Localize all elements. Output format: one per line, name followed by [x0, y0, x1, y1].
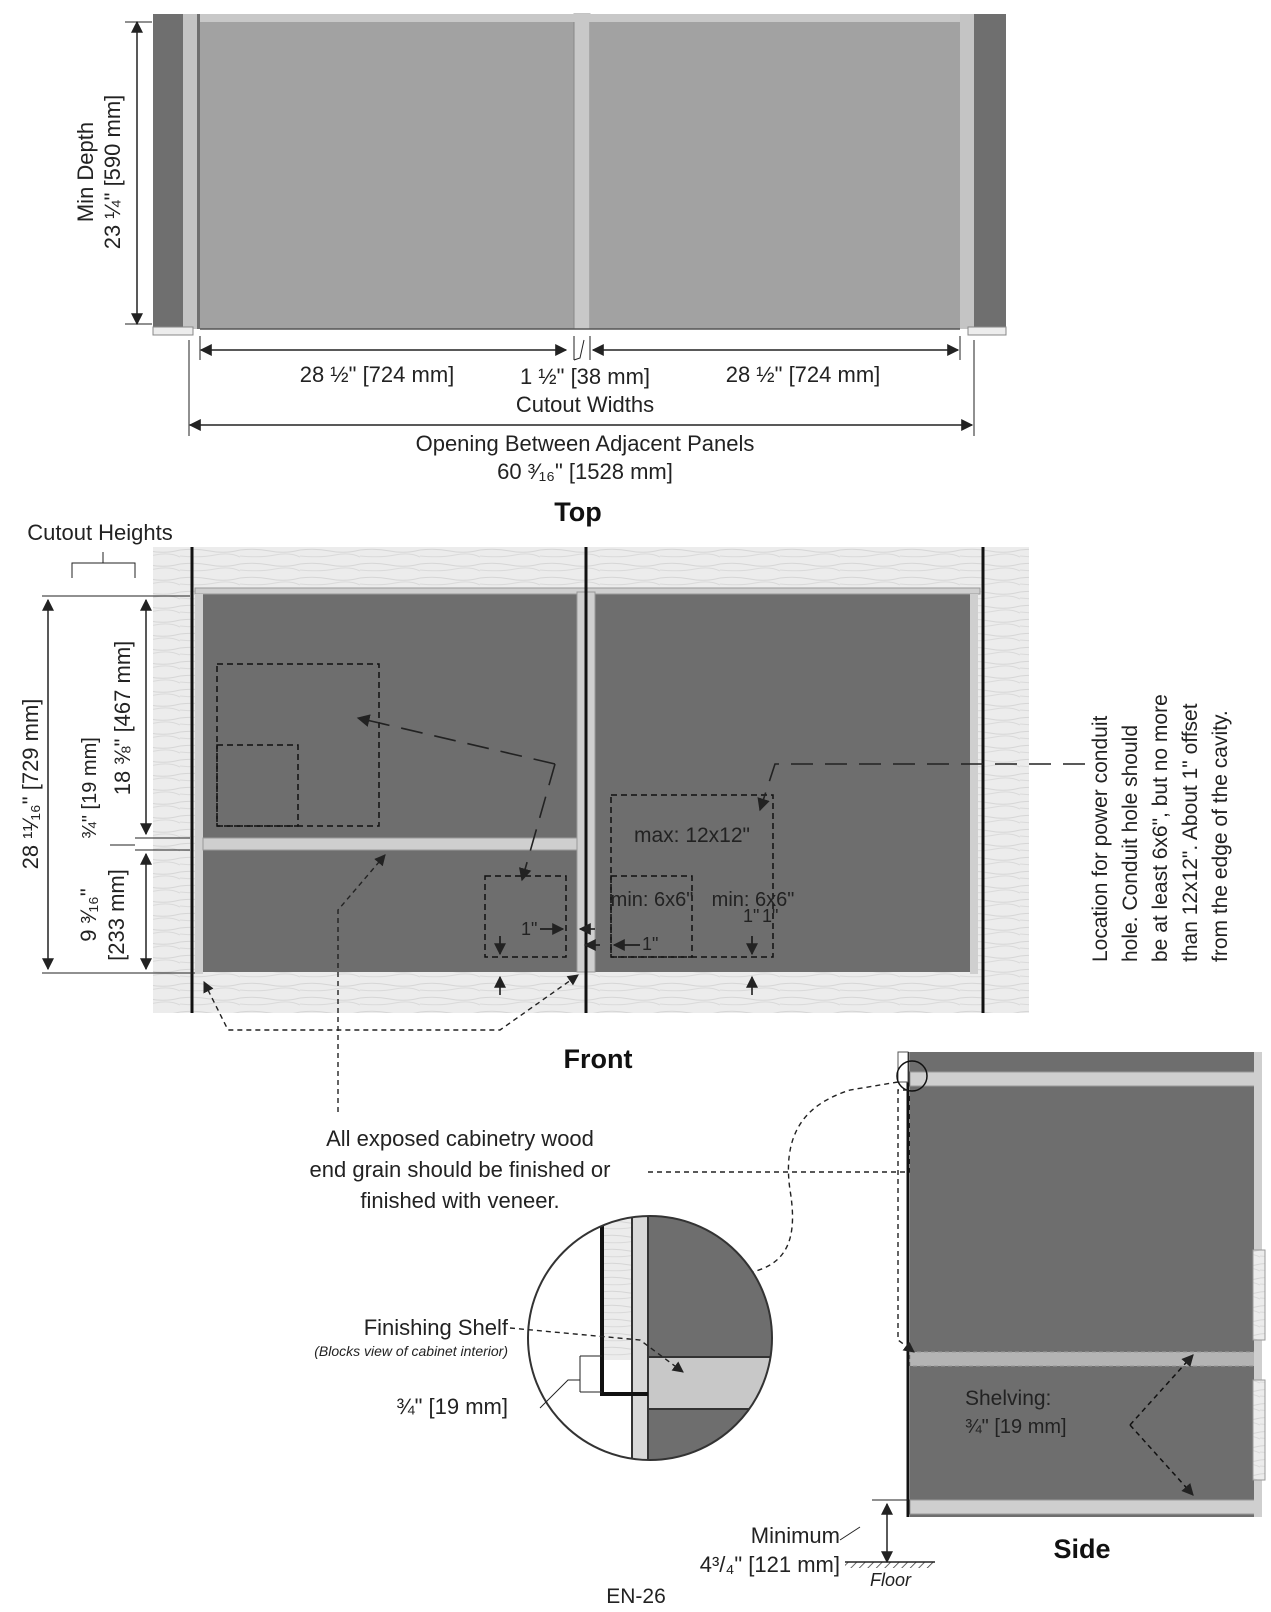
front-cavity-right [595, 592, 975, 972]
minimum-value: 4³/₄" [121 mm] [700, 1552, 840, 1577]
front-cavity-left [200, 592, 577, 972]
conduit-note-line-3: be at least 6x6", but no more [1149, 694, 1172, 962]
opening-label: Opening Between Adjacent Panels [416, 431, 755, 456]
front-view-title: Front [564, 1044, 633, 1074]
min-depth-label: Min Depth [73, 122, 98, 222]
min-size-label-2: min: 6x6" [712, 889, 795, 911]
end-grain-note-line-2: end grain should be finished or [310, 1157, 611, 1182]
end-grain-note-line-3: finished with veneer. [360, 1188, 559, 1213]
detail-thickness: ¾" [19 mm] [396, 1394, 508, 1419]
cutout-widths-label: Cutout Widths [516, 392, 654, 417]
top-back-rail [200, 14, 960, 22]
cutout-heights-label: Cutout Heights [27, 520, 173, 545]
lower-cutout-height-mm: [233 mm] [104, 869, 129, 961]
max-size-label: max: 12x12" [634, 824, 750, 847]
shelving-label: Shelving: [965, 1387, 1051, 1410]
front-view: max: 12x12" min: 6x6" min: 6x6" 1" 1" 1"… [18, 520, 1232, 1074]
side-view: Shelving: ¾" [19 mm] Minimum 4³/₄" [121 … [700, 1051, 1266, 1590]
side-view-title: Side [1053, 1534, 1110, 1564]
top-side-panel-right [974, 14, 1006, 329]
front-shelf [202, 837, 578, 851]
shelf-thickness: ¾" [19 mm] [79, 737, 101, 839]
min-depth-value: 23 ¼" [590 mm] [100, 95, 125, 250]
conduit-note-line-4: than 12x12". About 1" offset [1179, 703, 1202, 962]
side-cavity [910, 1052, 1260, 1517]
finishing-shelf-label: Finishing Shelf [364, 1315, 509, 1340]
minimum-label: Minimum [751, 1523, 840, 1548]
conduit-min-box-right [610, 875, 693, 958]
upper-cutout-height: 18 ⅜" [467 mm] [110, 641, 135, 796]
side-finishing-shelf [909, 1351, 1261, 1367]
conduit-note: Location for power conduit hole. Conduit… [1089, 694, 1232, 962]
finishing-shelf-sublabel: (Blocks view of cabinet interior) [314, 1343, 508, 1359]
min-size-label-1: min: 6x6" [611, 889, 694, 911]
top-view: Min Depth 23 ¼" [590 mm] 28 ½" [724 mm] … [73, 13, 1007, 527]
shelving-value: ¾" [19 mm] [965, 1416, 1067, 1438]
side-bottom-shelf [909, 1499, 1261, 1515]
offset-label-1: 1" [521, 919, 537, 939]
detail-circle [527, 1215, 773, 1461]
conduit-min-box-upper-left [216, 744, 299, 827]
cutout-width-right: 28 ½" [724 mm] [726, 362, 881, 387]
top-center-divider [573, 13, 591, 330]
conduit-note-line-2: hole. Conduit hole should [1119, 725, 1142, 962]
detail-callout-circle [896, 1060, 928, 1092]
cutout-width-middle: 1 ½" [38 mm] [520, 364, 650, 389]
top-cutout-left [200, 22, 574, 329]
cutout-width-left: 28 ½" [724 mm] [300, 362, 455, 387]
side-top-rail [909, 1071, 1261, 1087]
top-panel-edge-right [960, 14, 974, 329]
conduit-note-line-5: from the edge of the cavity. [1209, 710, 1232, 962]
offset-label-2: 1" [642, 934, 658, 954]
opening-value: 60 ³⁄₁₆" [1528 mm] [497, 459, 673, 484]
top-panel-edge-left [183, 14, 197, 329]
page-number: EN-26 [606, 1585, 666, 1608]
finishing-shelf-detail: Finishing Shelf (Blocks view of cabinet … [314, 1215, 773, 1461]
offset-label-3: 1" [743, 906, 759, 926]
overall-height: 28 ¹¹⁄₁₆" [729 mm] [18, 699, 43, 870]
top-side-panel-left [153, 14, 205, 329]
offset-label-4: 1" [762, 906, 778, 926]
conduit-note-line-1: Location for power conduit [1089, 716, 1112, 962]
top-view-title: Top [554, 497, 601, 527]
floor-label: Floor [870, 1570, 912, 1590]
lower-cutout-height-in: 9 ³⁄₁₆" [76, 888, 101, 941]
top-cutout-right [590, 22, 960, 329]
end-grain-note-line-1: All exposed cabinetry wood [326, 1126, 594, 1151]
